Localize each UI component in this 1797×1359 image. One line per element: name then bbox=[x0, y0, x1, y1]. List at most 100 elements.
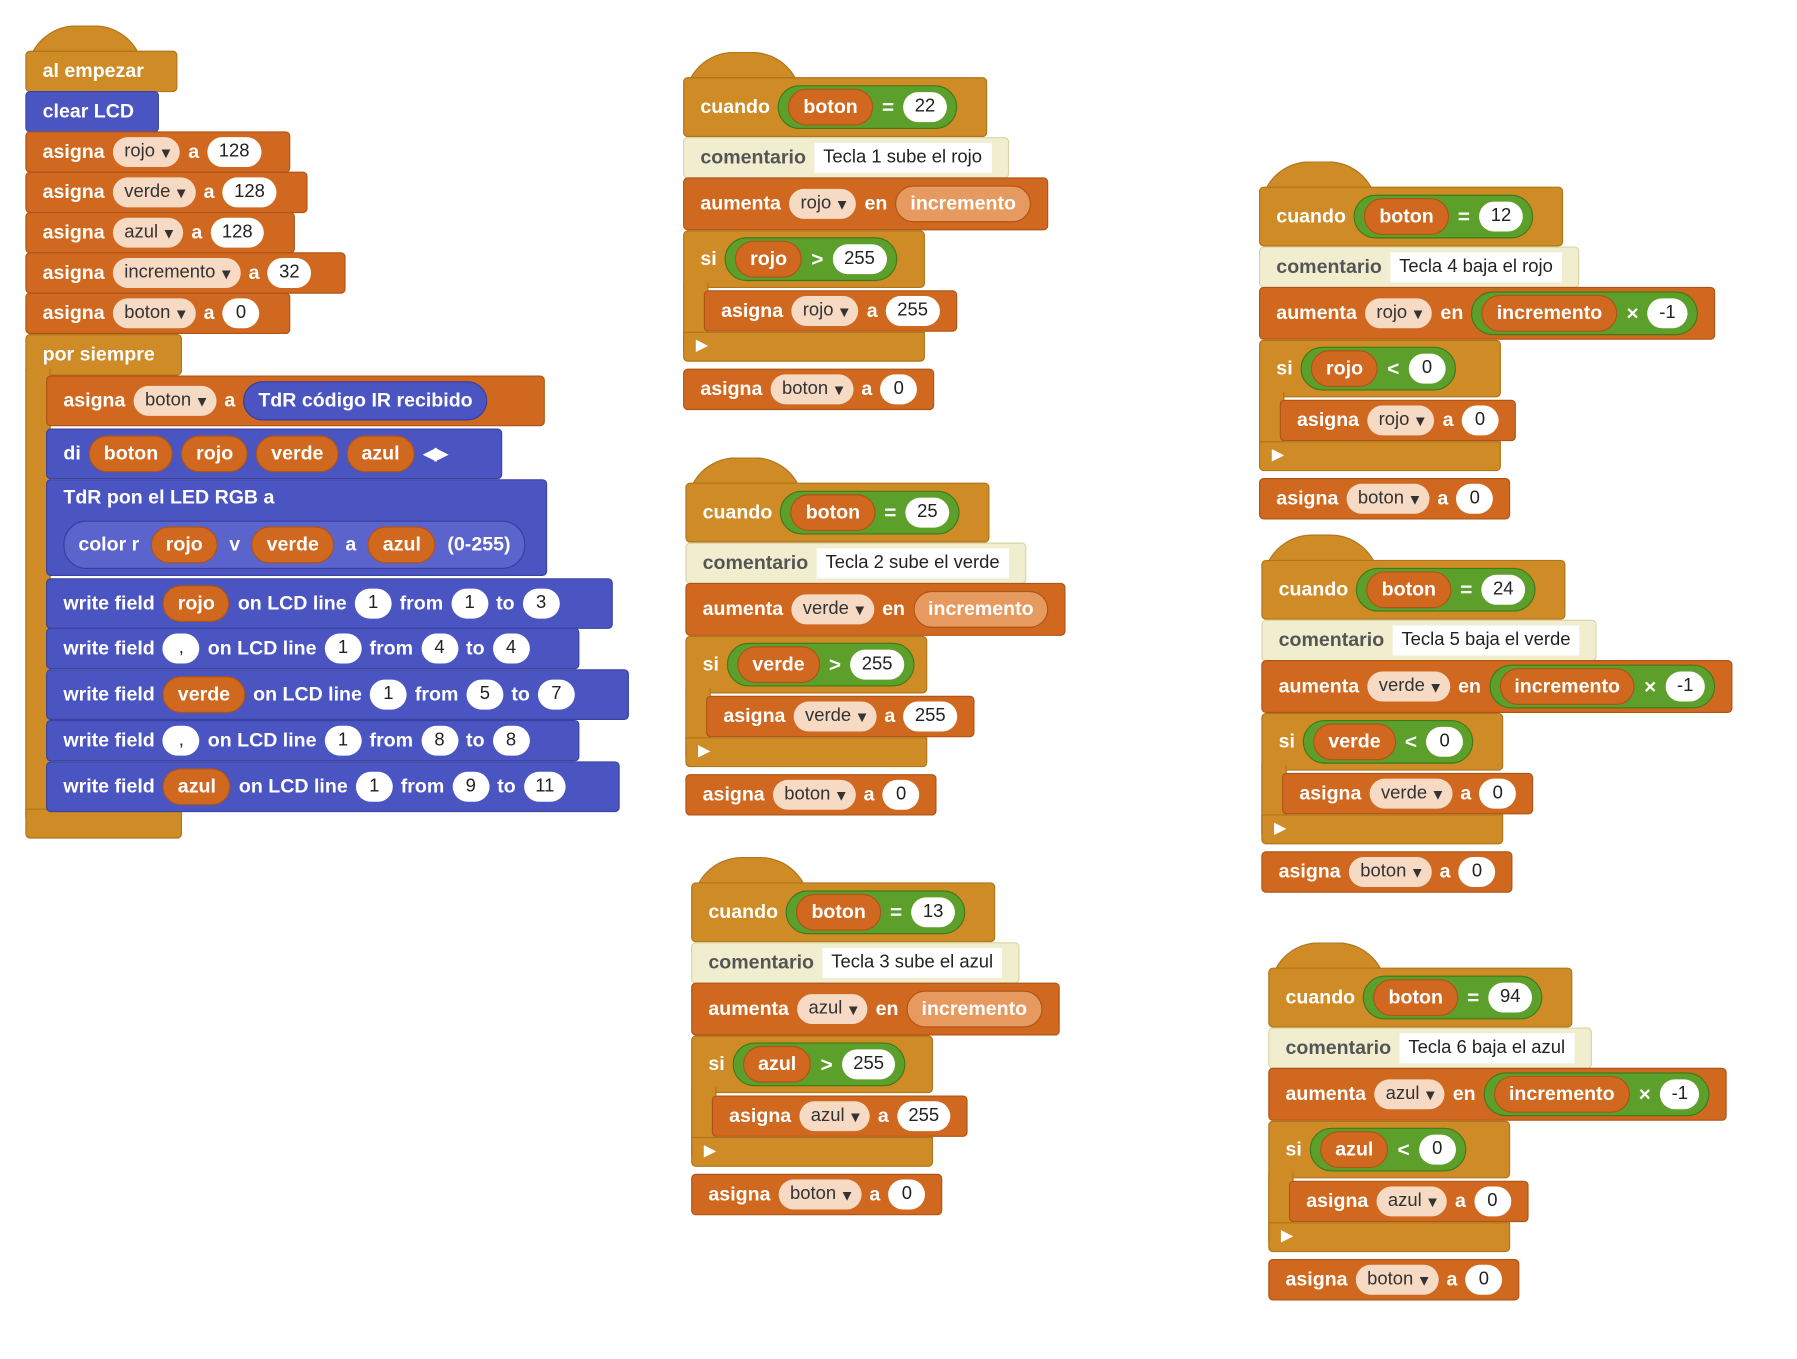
code-input[interactable]: 94 bbox=[1488, 982, 1532, 1013]
value-input[interactable]: 128 bbox=[222, 177, 277, 208]
variable-dropdown[interactable]: rojo▼ bbox=[1364, 298, 1433, 329]
boton-reporter[interactable]: boton bbox=[1364, 198, 1449, 235]
value-input[interactable]: 0 bbox=[222, 298, 260, 329]
limit-input[interactable]: 255 bbox=[832, 244, 887, 275]
compare-condition[interactable]: verde > 255 bbox=[727, 642, 915, 687]
variable-dropdown[interactable]: verde▼ bbox=[793, 701, 877, 732]
color-reporter[interactable]: color r rojo v verde a azul (0-255) bbox=[63, 520, 526, 570]
value-input[interactable]: 0 bbox=[888, 1179, 926, 1210]
assign-block[interactable]: asigna boton▼ a 0 bbox=[685, 774, 937, 816]
from-input[interactable]: 5 bbox=[466, 679, 504, 710]
variable-dropdown[interactable]: azul▼ bbox=[112, 217, 184, 248]
multiplier-input[interactable]: -1 bbox=[1665, 671, 1705, 702]
variable-reporter[interactable]: verde bbox=[1313, 723, 1396, 761]
say-item-azul[interactable]: azul bbox=[346, 435, 415, 473]
write-field-block[interactable]: write field azul on LCD line 1 from 9 to… bbox=[46, 761, 620, 813]
code-input[interactable]: 22 bbox=[903, 92, 947, 123]
write-field-block[interactable]: write field rojo on LCD line 1 from 1 to… bbox=[46, 578, 613, 629]
increase-block[interactable]: aumenta azul▼ en incremento×-1 bbox=[1268, 1067, 1728, 1121]
from-input[interactable]: 8 bbox=[421, 725, 458, 756]
multiplier-input[interactable]: -1 bbox=[1647, 298, 1688, 329]
if-block[interactable]: si verde > 255 bbox=[685, 635, 928, 694]
value-input[interactable]: 128 bbox=[210, 217, 265, 248]
variable-dropdown[interactable]: verde▼ bbox=[791, 594, 875, 625]
variable-reporter[interactable]: rojo bbox=[735, 240, 803, 278]
expand-collapse-arrows-icon[interactable]: ◀▶ bbox=[422, 444, 449, 465]
value-input[interactable]: 0 bbox=[1479, 778, 1517, 809]
variable-dropdown[interactable]: verde▼ bbox=[1369, 778, 1453, 809]
say-item-rojo[interactable]: rojo bbox=[181, 435, 249, 473]
increase-block[interactable]: aumenta rojo▼ en incremento bbox=[683, 177, 1049, 231]
increase-block[interactable]: aumenta verde▼ en incremento bbox=[685, 582, 1066, 636]
if-block[interactable]: si azul < 0 bbox=[1268, 1120, 1511, 1179]
limit-input[interactable]: 255 bbox=[850, 649, 904, 680]
when-hat-block[interactable]: cuando boton = 22 bbox=[683, 77, 988, 138]
value-input[interactable]: 0 bbox=[1473, 1186, 1511, 1217]
comment-block[interactable]: comentario Tecla 2 sube el verde bbox=[685, 542, 1027, 585]
value-input[interactable]: 0 bbox=[1458, 857, 1496, 887]
variable-dropdown[interactable]: boton▼ bbox=[112, 298, 196, 329]
variable-dropdown[interactable]: incremento▼ bbox=[112, 258, 241, 288]
from-input[interactable]: 9 bbox=[452, 771, 490, 802]
if-block[interactable]: si verde < 0 bbox=[1261, 713, 1504, 771]
variable-dropdown[interactable]: verde▼ bbox=[1367, 671, 1451, 702]
compare-condition[interactable]: verde < 0 bbox=[1303, 719, 1474, 764]
boton-reporter[interactable]: boton bbox=[796, 893, 881, 931]
comment-text[interactable]: Tecla 1 sube el rojo bbox=[813, 142, 992, 173]
equals-condition[interactable]: boton = 22 bbox=[778, 85, 958, 130]
write-field-block[interactable]: write field verde on LCD line 1 from 5 t… bbox=[46, 669, 629, 720]
compare-condition[interactable]: rojo < 0 bbox=[1300, 346, 1456, 391]
boton-reporter[interactable]: boton bbox=[788, 88, 873, 126]
variable-reporter[interactable]: azul bbox=[1320, 1131, 1389, 1169]
value-input[interactable]: 255 bbox=[885, 296, 940, 326]
line-input[interactable]: 1 bbox=[354, 588, 392, 619]
multiply-reporter[interactable]: incremento×-1 bbox=[1483, 1072, 1710, 1117]
increase-block[interactable]: aumenta rojo▼ en incremento×-1 bbox=[1259, 286, 1715, 340]
variable-dropdown[interactable]: azul▼ bbox=[797, 994, 868, 1025]
compare-condition[interactable]: azul > 255 bbox=[732, 1042, 906, 1087]
variable-dropdown[interactable]: boton▼ bbox=[1355, 1264, 1439, 1295]
boton-reporter[interactable]: boton bbox=[1366, 571, 1451, 609]
increment-reporter[interactable]: incremento bbox=[1481, 294, 1618, 332]
variable-dropdown[interactable]: boton▼ bbox=[772, 779, 856, 810]
assign-block[interactable]: asigna incremento▼ a 32 bbox=[25, 252, 346, 294]
limit-input[interactable]: 0 bbox=[1408, 353, 1446, 384]
comment-block[interactable]: comentario Tecla 4 baja el rojo bbox=[1259, 246, 1580, 288]
to-input[interactable]: 3 bbox=[522, 588, 560, 619]
variable-reporter[interactable]: rojo bbox=[1311, 350, 1379, 388]
code-input[interactable]: 24 bbox=[1481, 574, 1526, 605]
value-input[interactable]: 255 bbox=[903, 701, 958, 732]
multiply-reporter[interactable]: incremento×-1 bbox=[1489, 664, 1716, 709]
assign-block[interactable]: asigna boton▼ a 0 bbox=[691, 1173, 943, 1216]
to-input[interactable]: 8 bbox=[492, 725, 530, 756]
variable-dropdown[interactable]: boton▼ bbox=[1348, 857, 1432, 887]
boton-reporter[interactable]: boton bbox=[1373, 979, 1458, 1016]
equals-condition[interactable]: boton = 13 bbox=[786, 890, 966, 935]
to-input[interactable]: 4 bbox=[492, 633, 530, 664]
assign-block[interactable]: asigna boton▼ a 0 bbox=[25, 292, 291, 335]
code-input[interactable]: 13 bbox=[911, 897, 955, 928]
field-input[interactable]: , bbox=[162, 725, 200, 756]
compare-condition[interactable]: rojo > 255 bbox=[724, 237, 897, 282]
variable-dropdown[interactable]: boton▼ bbox=[133, 385, 217, 416]
variable-dropdown[interactable]: verde▼ bbox=[112, 177, 196, 208]
value-input[interactable]: 128 bbox=[207, 137, 262, 168]
if-block[interactable]: si azul > 255 bbox=[691, 1035, 934, 1094]
value-input[interactable]: 0 bbox=[1465, 1264, 1503, 1295]
comment-text[interactable]: Tecla 5 baja el verde bbox=[1392, 625, 1580, 656]
assign-block[interactable]: asigna rojo▼ a 128 bbox=[25, 131, 291, 173]
line-input[interactable]: 1 bbox=[324, 633, 362, 664]
variable-dropdown[interactable]: azul▼ bbox=[1376, 1186, 1447, 1217]
multiply-reporter[interactable]: incremento×-1 bbox=[1471, 291, 1698, 336]
variable-dropdown[interactable]: rojo▼ bbox=[1367, 405, 1435, 436]
when-hat-block[interactable]: cuando boton = 13 bbox=[691, 882, 996, 943]
boton-reporter[interactable]: boton bbox=[790, 494, 876, 532]
color-r-value[interactable]: rojo bbox=[150, 526, 218, 564]
comment-block[interactable]: comentario Tecla 5 baja el verde bbox=[1261, 619, 1598, 662]
color-v-value[interactable]: verde bbox=[251, 526, 334, 564]
limit-input[interactable]: 255 bbox=[841, 1049, 896, 1080]
variable-dropdown[interactable]: boton▼ bbox=[778, 1179, 862, 1210]
forever-block[interactable]: por siempre bbox=[25, 334, 183, 376]
limit-input[interactable]: 0 bbox=[1426, 726, 1464, 757]
variable-dropdown[interactable]: boton▼ bbox=[1346, 483, 1430, 514]
